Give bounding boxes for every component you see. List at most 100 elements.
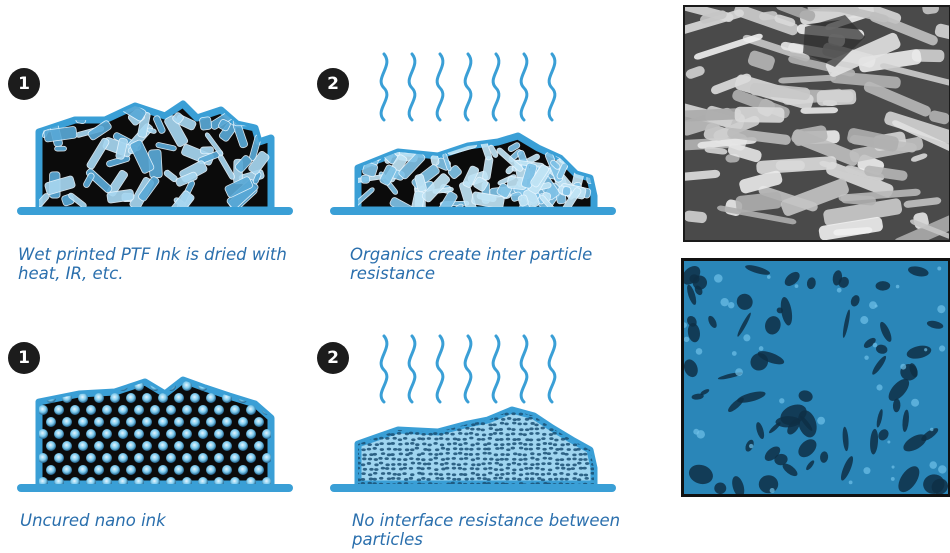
mesh-pore [488, 423, 493, 427]
mesh-pore [584, 416, 590, 420]
flake [87, 120, 112, 141]
mesh-pore [523, 447, 529, 451]
mesh-pore [361, 427, 366, 430]
mesh-pore [386, 422, 391, 426]
mesh-pore [552, 473, 558, 476]
flake [153, 115, 166, 134]
nano-sphere [158, 417, 168, 427]
mesh-pore [416, 421, 422, 425]
mesh-pore [511, 471, 516, 475]
mesh-pore [440, 458, 446, 461]
mesh-pore [517, 477, 522, 481]
micrograph-flake [780, 41, 805, 53]
nano-spheres-illustration [17, 376, 293, 492]
mesh-pore [500, 453, 505, 456]
micrograph-pore [688, 464, 713, 485]
mesh-pore [463, 441, 468, 445]
micrograph-flake [929, 110, 949, 125]
flake [387, 137, 409, 150]
mesh-pore [398, 452, 404, 456]
step-badge-2: 2 [317, 68, 349, 100]
nano-sphere [230, 453, 240, 463]
mesh-pore [534, 427, 540, 431]
mesh-pore [404, 423, 410, 426]
mesh-pore [476, 438, 482, 441]
nano-sphere [262, 429, 271, 439]
mesh-pore [391, 467, 396, 471]
flake [83, 172, 95, 188]
mesh-pore [475, 457, 481, 460]
mesh-pore [500, 472, 505, 476]
mesh-pore [468, 453, 474, 456]
nano-sphere [78, 465, 88, 475]
micrograph-highlight [911, 398, 920, 407]
nano-sphere [198, 405, 208, 415]
mesh-pore [416, 412, 422, 416]
mesh-pore [554, 438, 559, 442]
micrograph-pore [820, 451, 829, 463]
nano-sphere [134, 477, 144, 484]
nano-sphere [126, 465, 136, 475]
micrograph-highlight [779, 398, 785, 404]
mesh-pore [391, 412, 397, 416]
nano-sphere [214, 477, 224, 484]
micrograph-pore [714, 482, 727, 494]
flake [507, 142, 521, 152]
mesh-pore [402, 472, 407, 476]
flake [252, 171, 262, 185]
micrograph-pore [906, 345, 932, 359]
micrograph-pore [737, 312, 751, 337]
mesh-pore [410, 473, 415, 477]
mesh-pore [439, 443, 445, 447]
heat-waves-icon [370, 50, 570, 125]
mesh-pore [506, 442, 511, 446]
mesh-pore [386, 433, 391, 436]
mesh-pore [360, 477, 366, 481]
mesh-pore [408, 431, 414, 435]
mesh-pore [518, 458, 523, 462]
mesh-pore [405, 453, 410, 457]
mesh-pore [452, 418, 457, 422]
diagram-uncured-nano [15, 370, 295, 495]
nano-sphere [238, 441, 248, 451]
mesh-pore [433, 483, 439, 484]
mesh-pore [438, 452, 444, 456]
mesh-pore [402, 463, 408, 466]
mesh-pore [482, 412, 488, 416]
mesh-pore [558, 423, 563, 426]
nano-sphere [254, 417, 264, 427]
micrograph-flake [704, 146, 728, 155]
mesh-pore [403, 478, 409, 481]
micrograph-pore [684, 359, 698, 378]
mesh-pore [590, 471, 594, 475]
mesh-pore [505, 453, 511, 457]
mesh-pore [540, 426, 545, 430]
mesh-pore [555, 466, 560, 470]
micrograph-flake [823, 198, 903, 226]
mesh-pore [570, 467, 576, 471]
micrograph-flake [717, 205, 797, 225]
nano-sphere [39, 429, 48, 439]
mesh-pore [576, 447, 581, 451]
mesh-pore [438, 437, 444, 440]
micrograph-flake [838, 188, 921, 202]
mesh-pore [433, 461, 439, 465]
micrograph-highlight [794, 284, 799, 288]
micrograph-highlight [836, 287, 842, 293]
heat-wave-line [547, 334, 557, 404]
micrograph-pore [806, 277, 816, 290]
nano-sphere [182, 429, 192, 439]
mesh-pore [476, 476, 482, 480]
mesh-pore [475, 473, 480, 477]
mesh-pore [410, 448, 415, 452]
mesh-pore [392, 421, 397, 425]
mesh-pore [433, 432, 438, 435]
mesh-pore [390, 453, 395, 456]
mesh-pore [470, 477, 475, 481]
mesh-pore [505, 433, 510, 437]
micrograph-pore [732, 476, 745, 494]
mesh-pore [570, 413, 576, 417]
nano-sphere [70, 477, 80, 484]
mesh-pore [560, 463, 565, 467]
nano-sphere [126, 441, 136, 451]
